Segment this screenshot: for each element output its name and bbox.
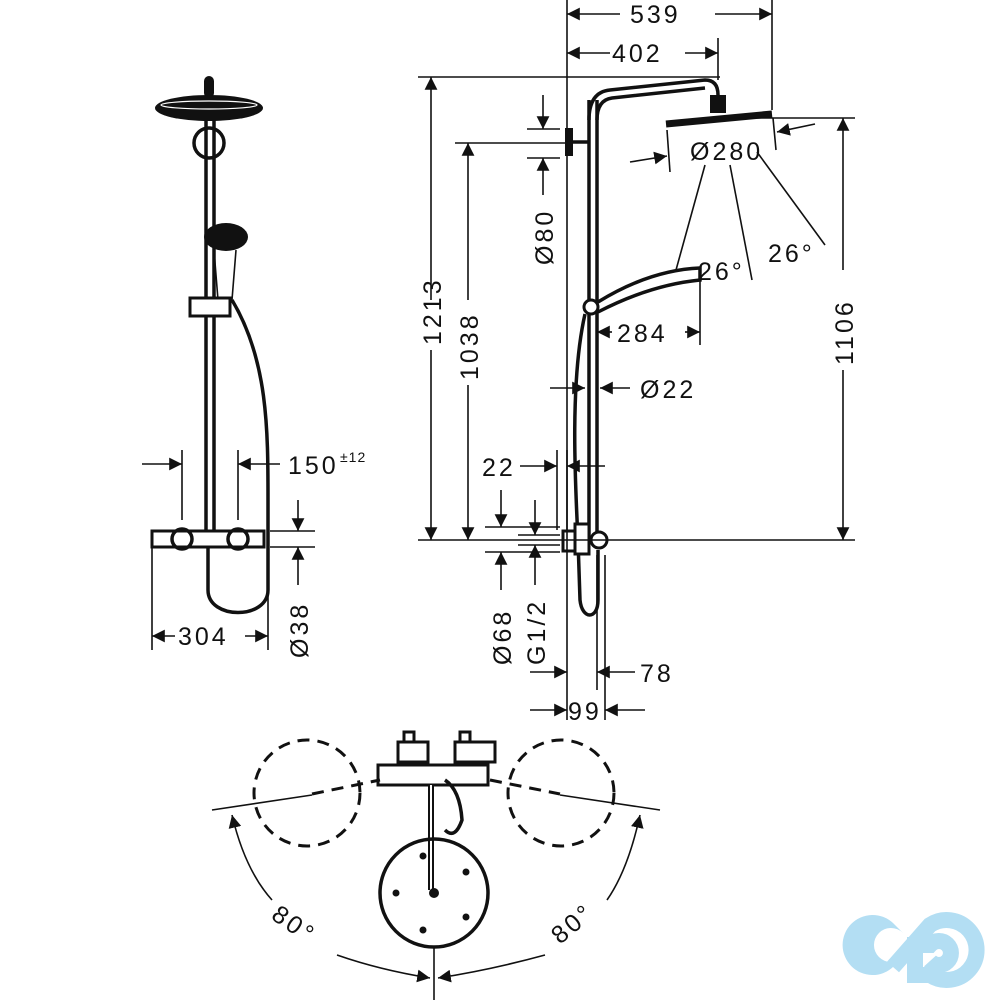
- dim-22: 22: [482, 454, 516, 482]
- thermostat-body: [150, 529, 266, 549]
- dim-99: 99: [568, 698, 602, 726]
- hose: [573, 313, 600, 617]
- wall-holder: [192, 126, 226, 160]
- swivel-range-right: [506, 738, 616, 848]
- overhead-shower-head: [665, 110, 773, 128]
- dim-d80: Ø80: [531, 209, 559, 265]
- dim-539: 539: [630, 1, 681, 29]
- swivel-range-left: [252, 738, 362, 848]
- dim-g12: G1/2: [523, 599, 551, 665]
- slider: [188, 296, 232, 318]
- side-view: 539 402 1213 1038 Ø80 Ø280 26° 26° 1106: [418, 0, 859, 726]
- dim-d68: Ø68: [489, 609, 517, 665]
- dim-304: 304: [178, 623, 229, 651]
- hand-shower-head: [204, 223, 248, 251]
- hand-shower: [597, 266, 702, 314]
- dim-1038: 1038: [456, 312, 484, 380]
- angle-80-right: 80°: [546, 898, 600, 950]
- dim-150-tolerance: ±12: [340, 449, 366, 465]
- hose: [206, 299, 270, 615]
- dim-angle-26-right: 26°: [768, 240, 815, 268]
- dim-150: 150: [288, 452, 339, 480]
- dim-284: 284: [617, 320, 668, 348]
- front-view: 150 ±12 Ø38 304: [142, 76, 366, 658]
- dim-d280: Ø280: [690, 138, 763, 166]
- dim-1106: 1106: [831, 299, 859, 365]
- dim-d22: Ø22: [640, 376, 696, 404]
- dim-402: 402: [612, 40, 663, 68]
- top-view: 80° 80°: [211, 730, 661, 1000]
- logo-watermark: [842, 912, 985, 988]
- dim-angle-26-left: 26°: [698, 258, 745, 286]
- dim-78: 78: [640, 660, 674, 688]
- angle-80-left: 80°: [267, 900, 321, 950]
- wall-holder: [565, 128, 573, 156]
- head-nozzle: [204, 76, 214, 98]
- dim-1213: 1213: [419, 277, 447, 345]
- thermostat-top: [376, 763, 490, 787]
- dim-d38: Ø38: [286, 602, 314, 658]
